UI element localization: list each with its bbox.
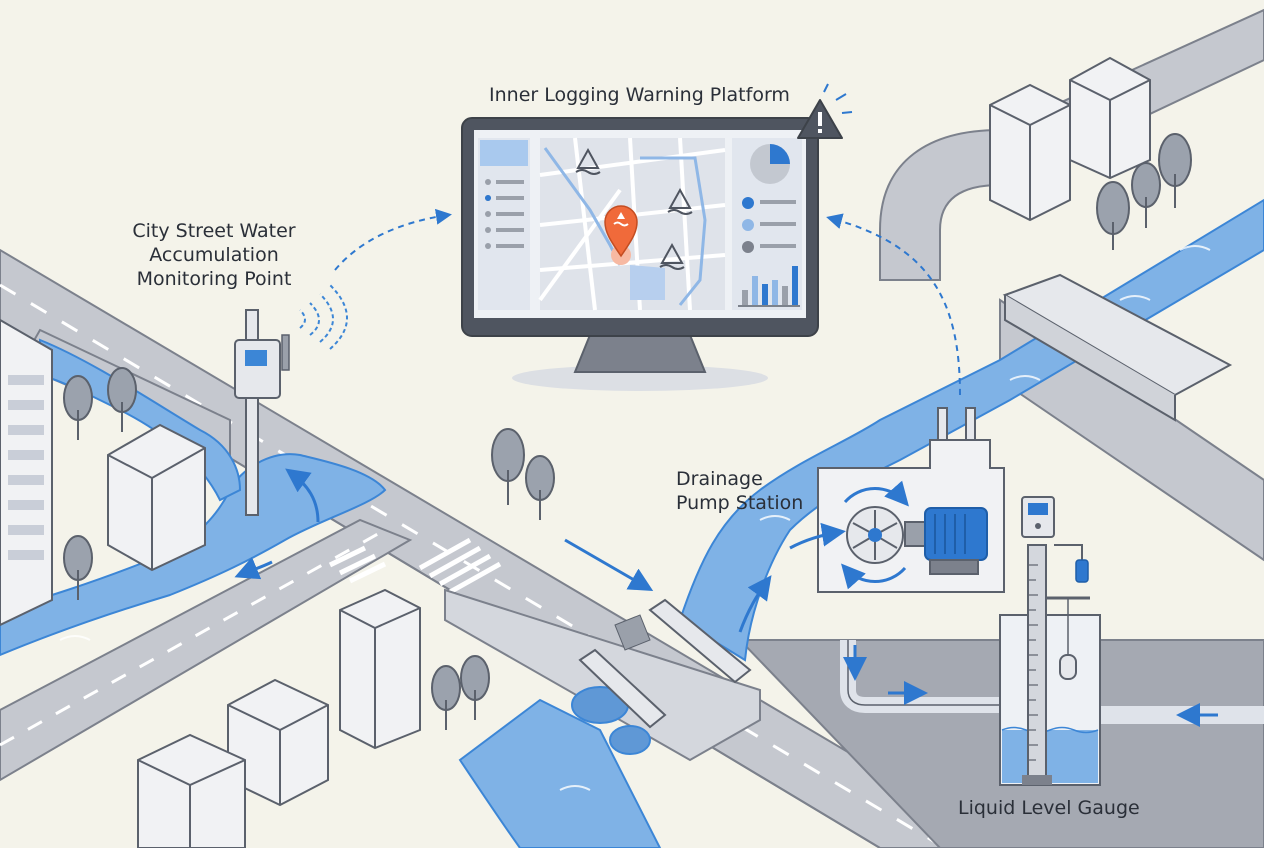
bar-chart-icon <box>738 266 800 307</box>
pump-station-label-line2: Pump Station <box>676 492 804 514</box>
wifi-signal-icon <box>299 284 348 350</box>
trees <box>63 133 1192 730</box>
platform-title: Inner Logging Warning Platform <box>489 84 790 106</box>
flood-warning-icon <box>575 147 693 270</box>
location-pin-icon <box>604 205 638 258</box>
pump-station-label: Drainage Pump Station <box>676 467 803 515</box>
flood-flow-arrows <box>234 468 320 580</box>
motor-icon <box>904 507 988 575</box>
liquid-level-gauge <box>999 496 1101 786</box>
level-gauge-label: Liquid Level Gauge <box>958 797 1140 819</box>
drainage-pump-station <box>564 407 1264 727</box>
monitoring-point-label-line1: City Street Water <box>132 220 296 242</box>
bridges <box>578 273 1233 729</box>
pump-impeller-icon <box>841 480 909 590</box>
monitoring-sensor-pole <box>234 309 290 516</box>
pie-chart-icon <box>750 144 790 184</box>
buildings <box>0 56 1151 848</box>
pump-station-label-line1: Drainage <box>676 468 763 490</box>
gauge-display-icon <box>1021 496 1055 538</box>
warning-platform-monitor <box>461 83 853 391</box>
monitoring-point-label: City Street Water Accumulation Monitorin… <box>118 219 310 291</box>
monitoring-point-label-line3: Monitoring Point <box>136 268 292 290</box>
warning-icon <box>797 83 853 139</box>
data-link-lines <box>334 208 961 396</box>
monitoring-point-label-line2: Accumulation <box>149 244 279 266</box>
